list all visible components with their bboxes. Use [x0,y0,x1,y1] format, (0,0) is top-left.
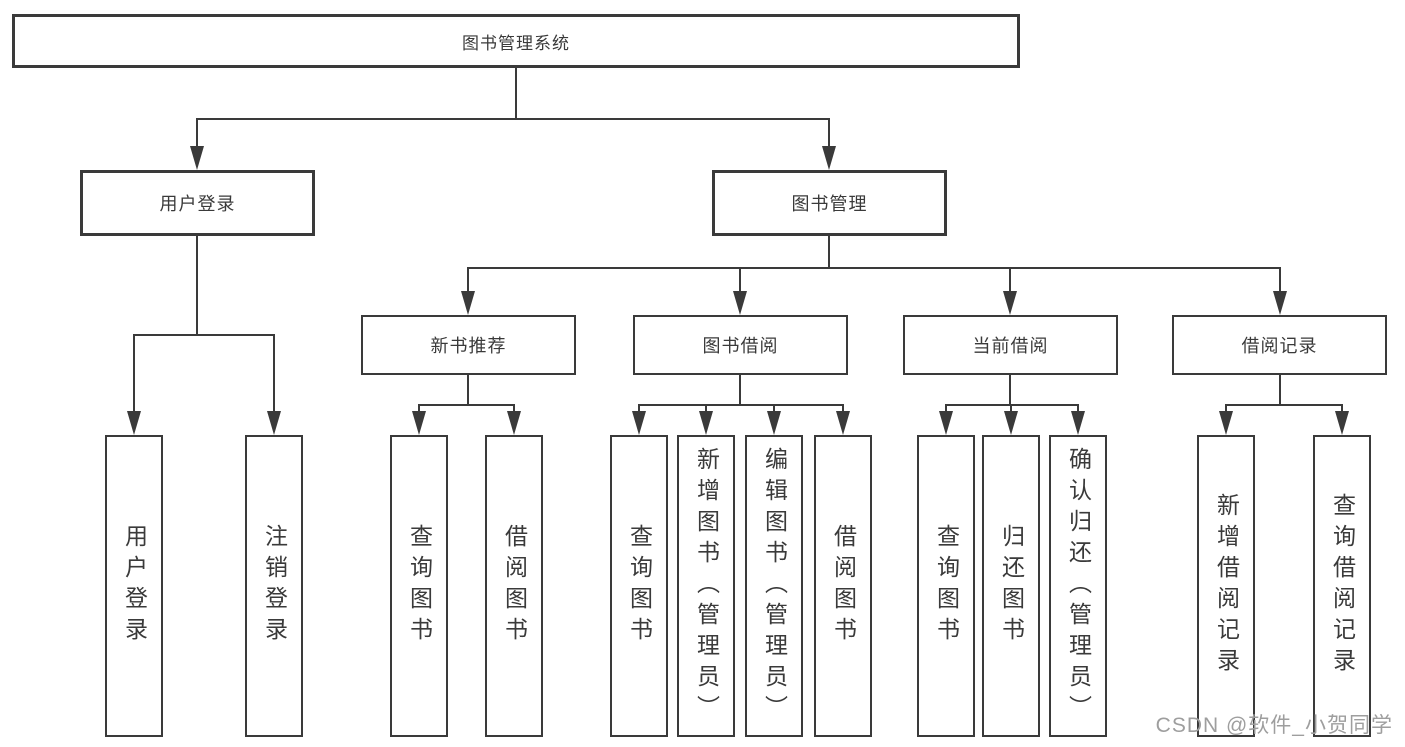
leaf-logout-label: 注销登录 [261,524,288,648]
leaf-borrow-book-2: 借阅图书 [814,435,872,737]
leaf-query-book-1: 查询图书 [390,435,448,737]
leaf-borrow-book-1: 借阅图书 [485,435,543,737]
leaf-return-book-label: 归还图书 [998,524,1025,648]
node-new-book-recommend-label: 新书推荐 [430,336,507,356]
node-root-label: 图书管理系统 [462,33,570,53]
node-user-login: 用户登录 [80,170,315,236]
node-book-borrow: 图书借阅 [633,315,848,375]
leaf-add-borrow-record: 新增借阅记录 [1197,435,1255,737]
leaf-query-book-3: 查询图书 [917,435,975,737]
leaf-confirm-return-admin: 确认归还（管理员） [1049,435,1107,737]
leaf-query-book-2: 查询图书 [610,435,668,737]
leaf-query-borrow-record: 查询借阅记录 [1313,435,1371,737]
leaf-add-book-admin-label: 新增图书（管理员） [693,446,720,726]
leaf-query-book-2-label: 查询图书 [626,524,653,648]
csdn-watermark: CSDN @软件_小贺同学 [1155,714,1393,737]
node-book-management-label: 图书管理 [791,194,868,214]
leaf-add-book-admin: 新增图书（管理员） [677,435,735,737]
leaf-borrow-book-1-label: 借阅图书 [501,524,528,648]
leaf-user-login: 用户登录 [105,435,163,737]
leaf-borrow-book-2-label: 借阅图书 [830,524,857,648]
node-user-login-label: 用户登录 [159,194,236,214]
leaf-query-borrow-record-label: 查询借阅记录 [1329,493,1356,679]
node-borrow-record: 借阅记录 [1172,315,1387,375]
leaf-query-book-3-label: 查询图书 [933,524,960,648]
node-book-borrow-label: 图书借阅 [702,336,779,356]
leaf-confirm-return-admin-label: 确认归还（管理员） [1065,446,1092,726]
leaf-return-book: 归还图书 [982,435,1040,737]
leaf-add-borrow-record-label: 新增借阅记录 [1213,493,1240,679]
node-root: 图书管理系统 [12,14,1020,68]
node-current-borrow: 当前借阅 [903,315,1118,375]
leaf-edit-book-admin: 编辑图书（管理员） [745,435,803,737]
leaf-user-login-label: 用户登录 [121,524,148,648]
node-book-management: 图书管理 [712,170,947,236]
node-borrow-record-label: 借阅记录 [1241,336,1318,356]
node-current-borrow-label: 当前借阅 [972,336,1049,356]
leaf-query-book-1-label: 查询图书 [406,524,433,648]
node-new-book-recommend: 新书推荐 [361,315,576,375]
leaf-edit-book-admin-label: 编辑图书（管理员） [761,446,788,726]
leaf-logout: 注销登录 [245,435,303,737]
